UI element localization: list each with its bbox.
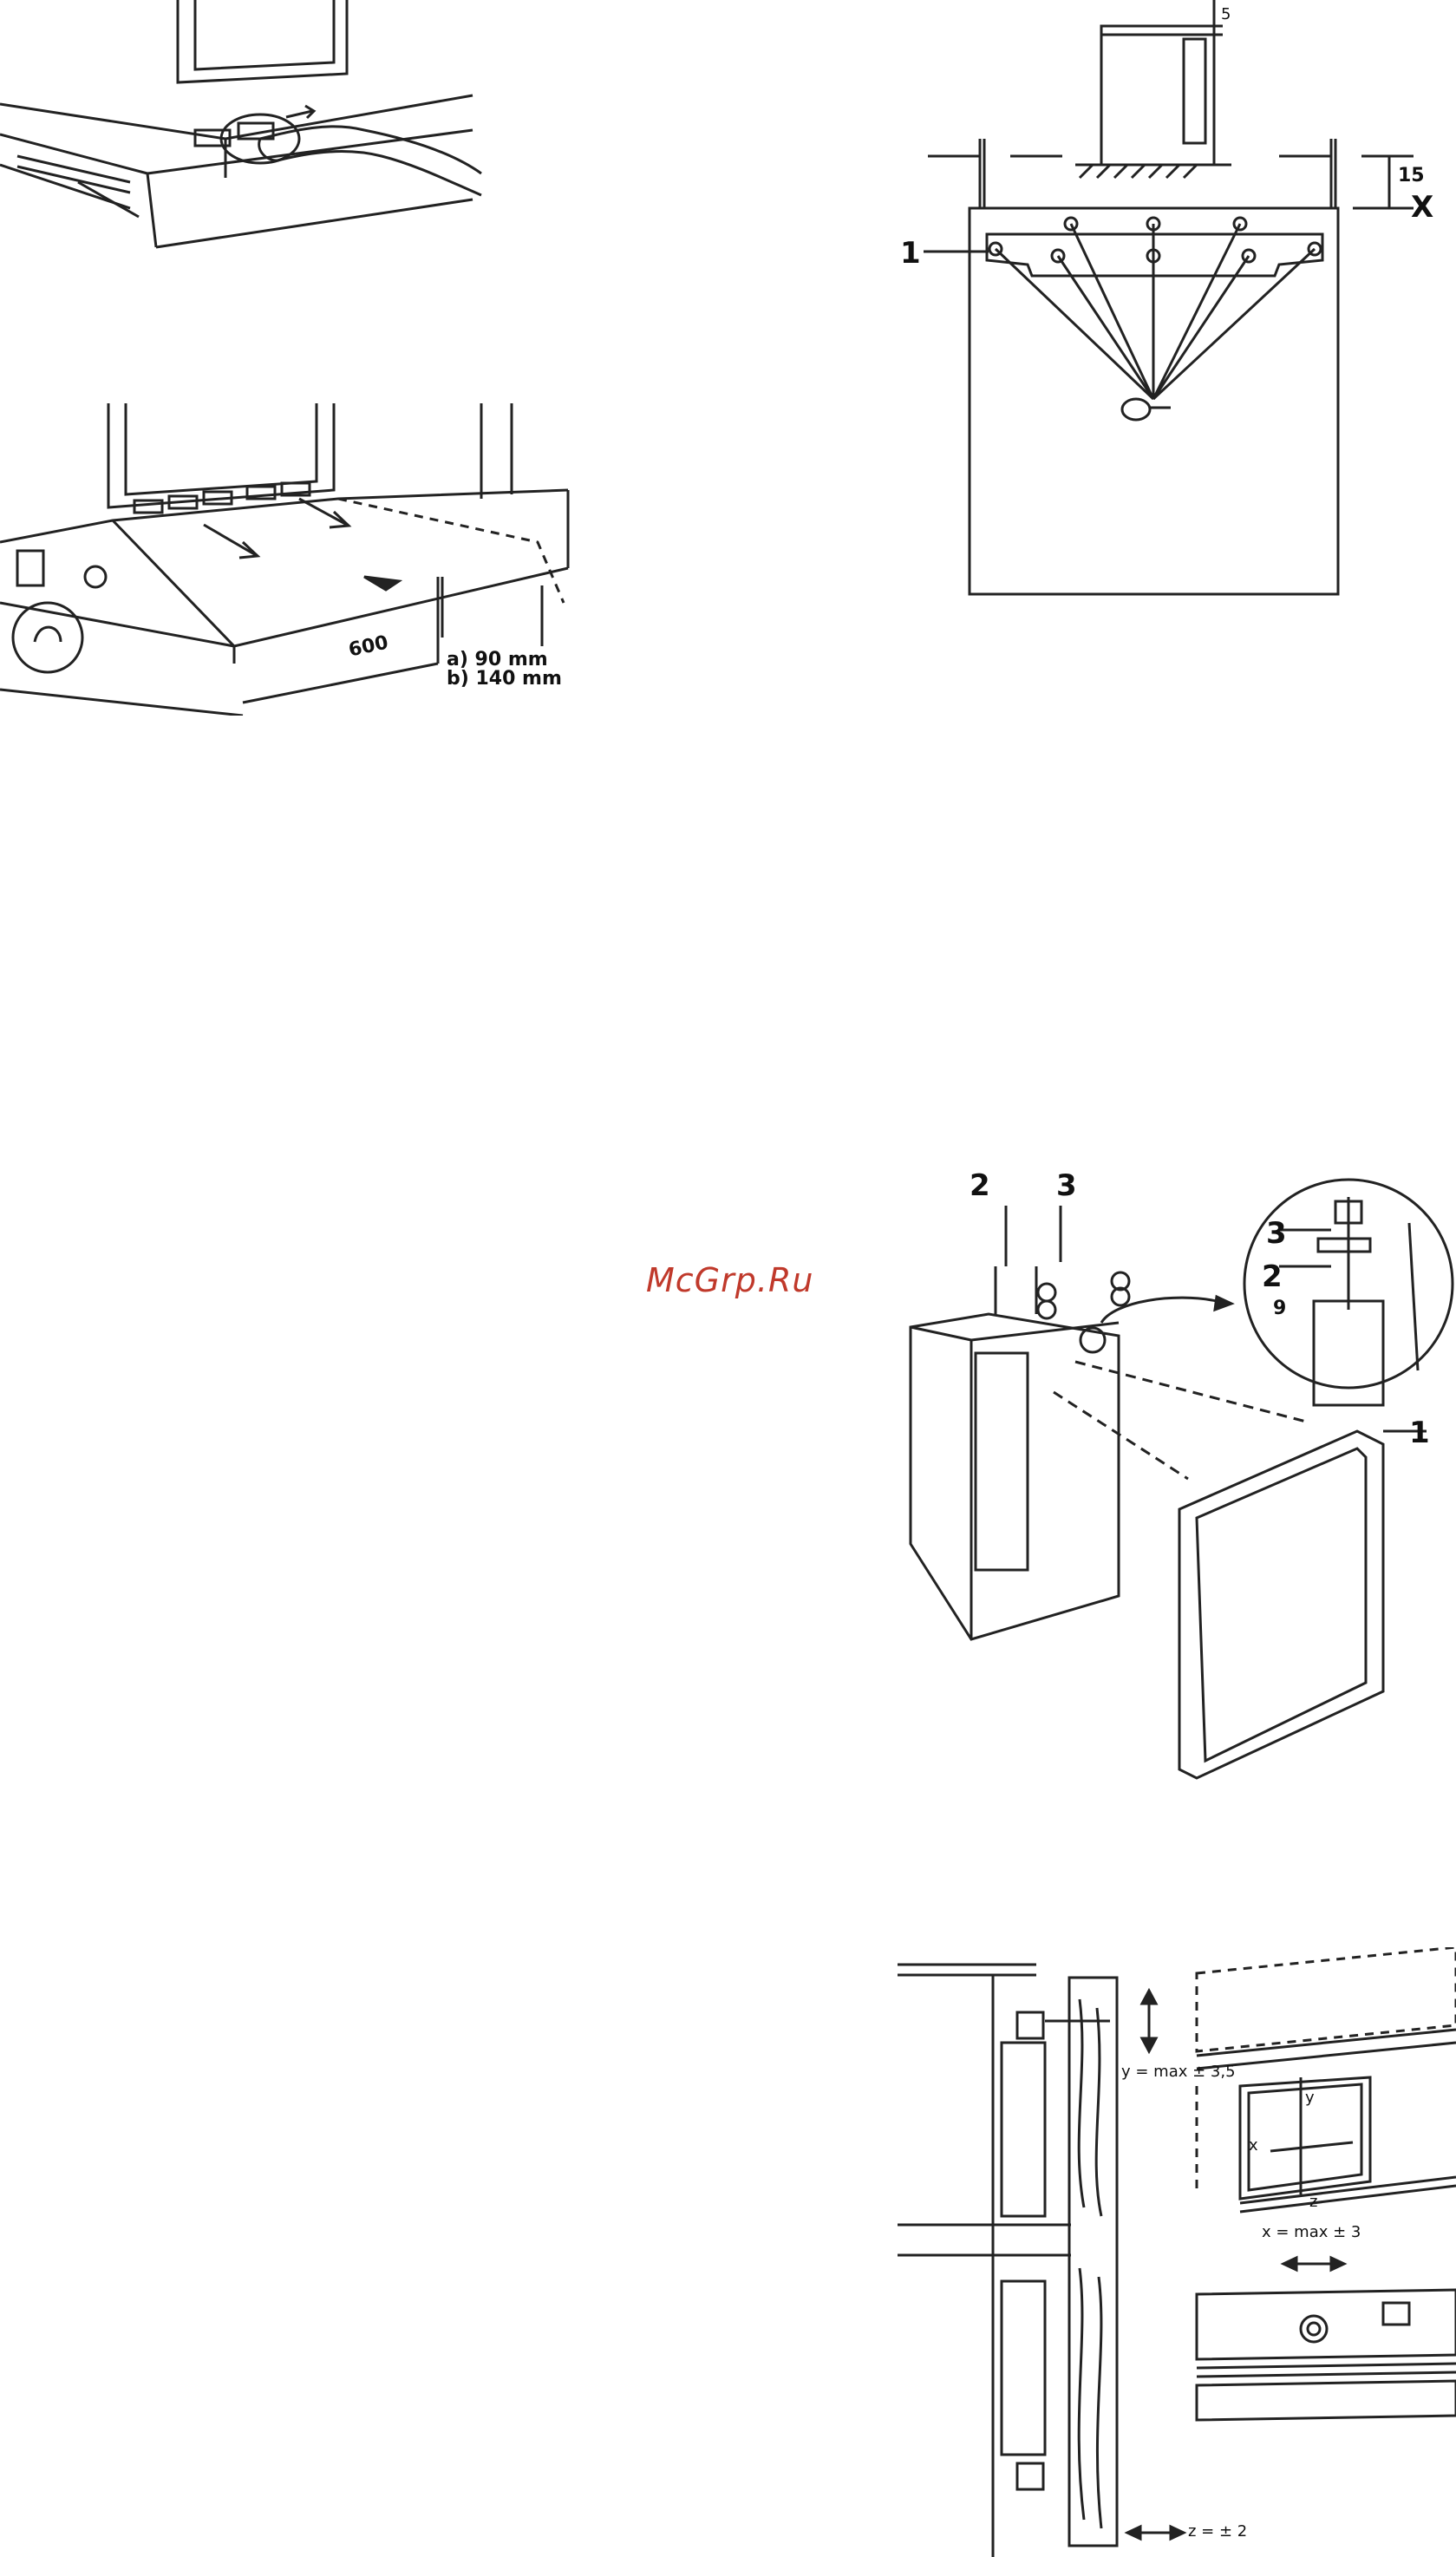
- marker-x-label: X: [1411, 193, 1433, 222]
- figure-door-adjustment: y = max ± 3,5 x = max ± 3 z = ± 2 x y z: [898, 1947, 1456, 2557]
- door-adjustment-illustration: [898, 1947, 1456, 2557]
- axis-x-label: x: [1249, 2138, 1258, 2154]
- door-fitting-illustration: [898, 1171, 1456, 1795]
- detail-2-label: 2: [1262, 1262, 1283, 1292]
- figure-door-fitting: 2 3 1 3 2 9: [898, 1171, 1456, 1795]
- x-adjust-label: x = max ± 3: [1262, 2225, 1361, 2240]
- bracket-illustration: [893, 0, 1456, 607]
- callout-2-label: 2: [970, 1171, 990, 1200]
- dimension-5-label: 5: [1221, 7, 1231, 23]
- dimension-b-label: b) 140 mm: [447, 670, 562, 689]
- vent-removal-illustration: [0, 0, 486, 252]
- figure-mounting-bracket: 5 15 X 1: [893, 0, 1456, 607]
- callout-1-door-label: 1: [1409, 1418, 1430, 1448]
- detail-9-label: 9: [1273, 1299, 1286, 1318]
- figure-plinth-installation: 600 a) 90 mm b) 140 mm: [0, 403, 577, 716]
- dimension-a-label: a) 90 mm: [447, 651, 548, 670]
- detail-3-label: 3: [1266, 1219, 1287, 1248]
- callout-1-label: 1: [900, 239, 921, 268]
- watermark-text: McGrp.Ru: [646, 1261, 813, 1299]
- axis-z-label: z: [1309, 2194, 1317, 2210]
- z-adjust-label: z = ± 2: [1188, 2524, 1247, 2540]
- figure-vent-grille-removal: [0, 0, 486, 252]
- y-adjust-label: y = max ± 3,5: [1121, 2064, 1236, 2080]
- callout-3-label: 3: [1056, 1171, 1077, 1200]
- dimension-15-label: 15: [1398, 167, 1425, 186]
- axis-y-label: y: [1305, 2090, 1315, 2106]
